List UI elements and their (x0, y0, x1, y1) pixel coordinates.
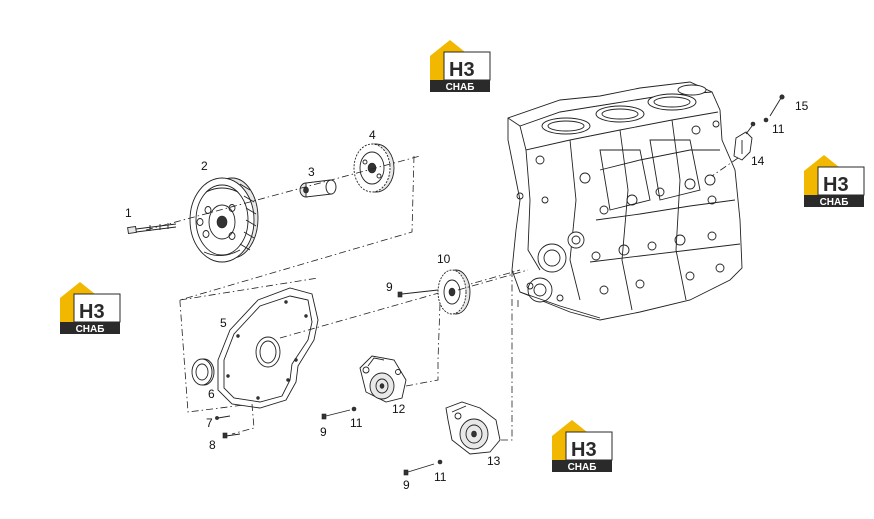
gear-4 (353, 143, 395, 193)
watermark-logo: H3 СНАБ (804, 155, 865, 208)
callout-8: 8 (209, 438, 216, 452)
callout-10: 10 (437, 252, 451, 266)
crankshaft-pulley-2 (189, 177, 259, 263)
axis-line-top (145, 155, 421, 231)
callout-9-upper: 9 (386, 280, 393, 294)
front-cover-5 (217, 287, 319, 409)
bolt-8 (222, 432, 241, 439)
bolt-9-upper (397, 289, 439, 298)
callout-13: 13 (487, 454, 501, 468)
svg-text:H3: H3 (571, 439, 597, 461)
bolt-15 (769, 94, 785, 117)
axis-line-12 (405, 360, 439, 387)
callout-1: 1 (125, 206, 132, 220)
sensor-assembly-14 (704, 121, 756, 186)
callout-14: 14 (751, 154, 765, 168)
tensioner-12 (359, 355, 407, 403)
watermark-logo: H3 СНАБ (430, 40, 491, 93)
callout-4: 4 (369, 128, 376, 142)
bushing-3 (299, 179, 337, 198)
watermark-logo: H3 СНАБ (60, 282, 121, 335)
callout-3: 3 (308, 165, 315, 179)
frame-5-top (179, 277, 319, 301)
bolt-9-middle (321, 409, 351, 420)
axis-line-10 (457, 269, 529, 291)
callout-11-middle: 11 (350, 416, 363, 430)
callout-11-lower: 11 (434, 470, 447, 484)
callout-2: 2 (201, 159, 208, 173)
callout-11-top: 11 (772, 122, 785, 136)
axis-line-13 (500, 270, 513, 441)
callout-12: 12 (392, 402, 406, 416)
svg-text:H3: H3 (823, 174, 849, 196)
gear-10 (437, 269, 471, 315)
svg-text:СНАБ: СНАБ (446, 82, 475, 93)
axis-bracket-top (179, 155, 415, 301)
svg-text:СНАБ: СНАБ (568, 462, 597, 473)
callout-7: 7 (206, 416, 213, 430)
callout-5: 5 (220, 316, 227, 330)
axis-line-mid (279, 269, 521, 339)
washer-11-lower (437, 459, 443, 465)
pin-7 (215, 415, 231, 420)
engine-block (507, 81, 743, 321)
tensioner-13 (445, 401, 501, 455)
bolt-9-lower (403, 463, 435, 476)
callout-9-lower: 9 (403, 478, 410, 492)
frame-5-left (179, 300, 253, 413)
callout-6: 6 (208, 387, 215, 401)
svg-text:H3: H3 (449, 59, 475, 81)
watermark-logo: H3 СНАБ (552, 420, 613, 473)
svg-text:СНАБ: СНАБ (76, 324, 105, 335)
callout-9-middle: 9 (320, 425, 327, 439)
washer-11-middle (351, 406, 357, 412)
axis-line-8 (231, 403, 255, 435)
oil-seal-6 (191, 358, 215, 386)
bolt-1 (127, 223, 177, 235)
washer-11-top (763, 117, 769, 123)
axis-line-10-down (437, 303, 441, 361)
svg-text:СНАБ: СНАБ (820, 197, 849, 208)
callout-15: 15 (795, 99, 809, 113)
svg-text:H3: H3 (79, 301, 105, 323)
